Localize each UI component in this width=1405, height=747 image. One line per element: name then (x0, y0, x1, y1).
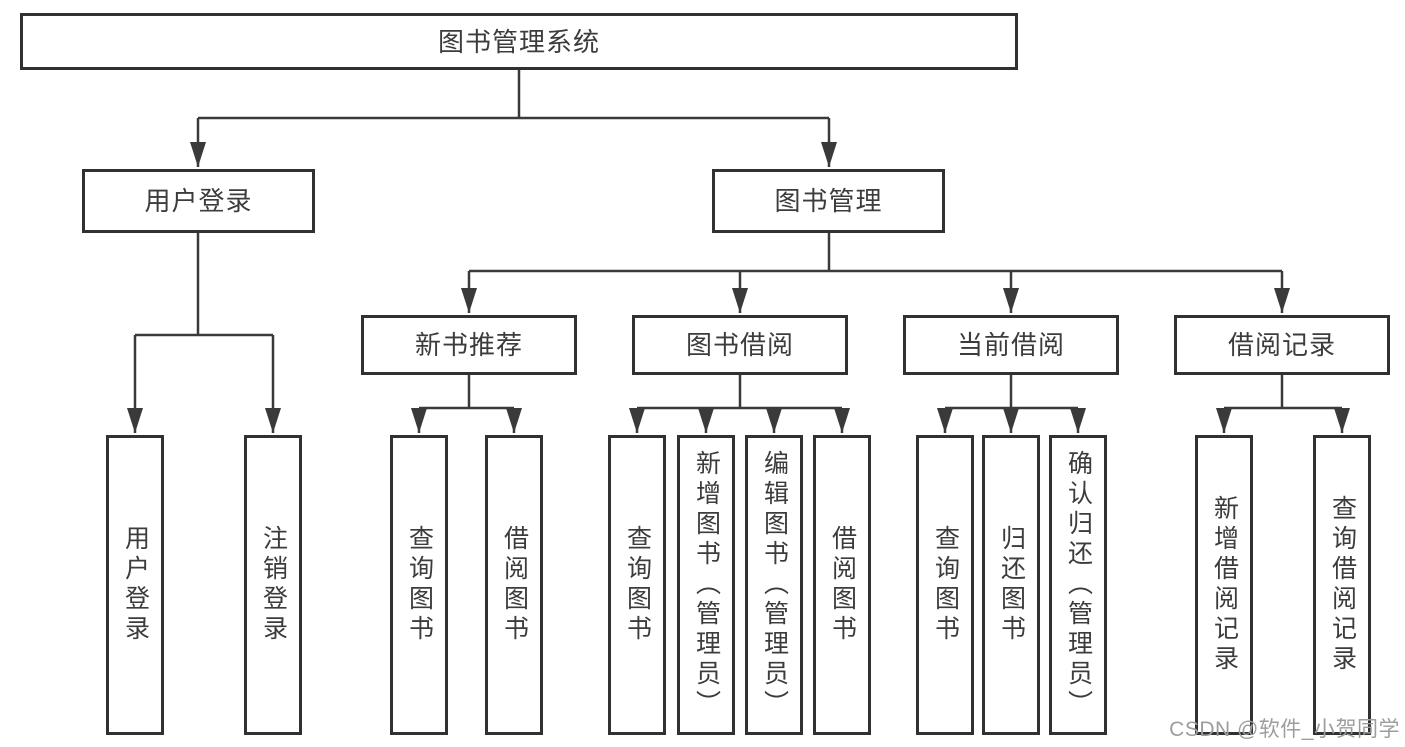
root-node-label: 图书管理系统 (437, 26, 600, 57)
leaf-node-label: 查询图书 (405, 525, 434, 645)
leaf-node-user-login: 用户登录 (106, 435, 164, 735)
leaf-node-query-books: 查询图书 (608, 435, 666, 735)
section-node-label: 借阅记录 (1227, 330, 1336, 360)
leaf-node-label: 查询借阅记录 (1328, 495, 1357, 675)
connector-line (135, 70, 1342, 410)
leaf-node-label: 新增图书（管理员） (692, 450, 721, 720)
leaf-node-label: 新增借阅记录 (1210, 495, 1239, 675)
leaf-node-label: 归还图书 (997, 525, 1026, 645)
leaf-node-query-borrow-record: 查询借阅记录 (1313, 435, 1371, 735)
leaf-node-label: 借阅图书 (828, 525, 857, 645)
branch-node-book-management: 图书管理 (712, 169, 945, 233)
leaf-node-label: 查询图书 (623, 525, 652, 645)
leaf-node-query-books: 查询图书 (916, 435, 974, 735)
branch-node-label: 用户登录 (144, 186, 253, 216)
section-node-label: 新书推荐 (414, 330, 523, 360)
leaf-node-return-books: 归还图书 (982, 435, 1040, 735)
leaf-node-borrow-books: 借阅图书 (485, 435, 543, 735)
section-node-borrow-record: 借阅记录 (1174, 315, 1390, 375)
leaf-node-query-books: 查询图书 (390, 435, 448, 735)
leaf-node-add-books-admin: 新增图书（管理员） (677, 435, 735, 735)
leaf-node-label: 借阅图书 (500, 525, 529, 645)
leaf-node-edit-books-admin: 编辑图书（管理员） (745, 435, 803, 735)
leaf-node-label: 注销登录 (259, 525, 288, 645)
leaf-node-label: 确认归还（管理员） (1064, 450, 1093, 720)
section-node-current-borrow: 当前借阅 (903, 315, 1119, 375)
section-node-new-book-recommend: 新书推荐 (361, 315, 577, 375)
leaf-node-confirm-return-admin: 确认归还（管理员） (1049, 435, 1107, 735)
section-node-book-borrow: 图书借阅 (632, 315, 848, 375)
leaf-node-borrow-books: 借阅图书 (813, 435, 871, 735)
leaf-node-label: 查询图书 (931, 525, 960, 645)
leaf-node-logout: 注销登录 (244, 435, 302, 735)
branch-node-user-login: 用户登录 (82, 169, 315, 233)
leaf-node-label: 编辑图书（管理员） (760, 450, 789, 720)
root-node-library-system: 图书管理系统 (20, 13, 1018, 70)
watermark: CSDN @软件_小贺同学 (1169, 718, 1400, 741)
branch-node-label: 图书管理 (774, 186, 883, 216)
section-node-label: 当前借阅 (956, 330, 1065, 360)
section-node-label: 图书借阅 (685, 330, 794, 360)
leaf-node-label: 用户登录 (121, 525, 150, 645)
leaf-node-add-borrow-record: 新增借阅记录 (1195, 435, 1253, 735)
